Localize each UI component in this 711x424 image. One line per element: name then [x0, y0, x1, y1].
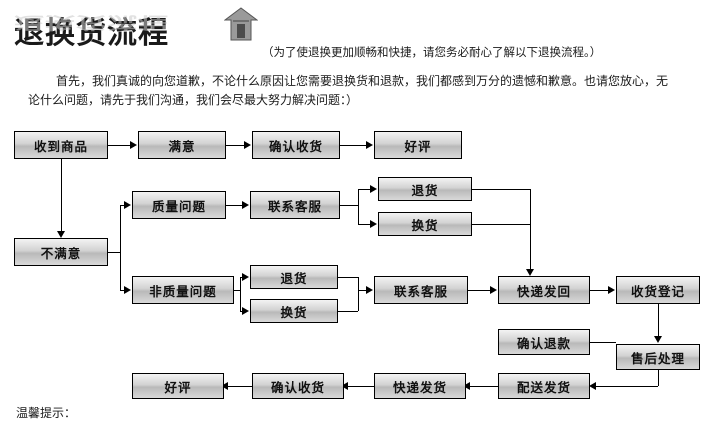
flow-node-nonquality: 非质量问题: [132, 276, 234, 304]
flow-node-return2: 退货: [250, 265, 338, 289]
flow-node-return1: 退货: [378, 177, 472, 201]
flow-node-express: 快递发货: [374, 373, 466, 399]
intro-line-1: 首先，我们真诚的向您道歉，不论什么原因让您需要退换货和退款，我们都感到万分的遗憾…: [56, 74, 669, 88]
flow-node-satisfied: 满意: [138, 131, 226, 159]
page-title: 退换货流程: [14, 16, 169, 51]
flow-node-quality: 质量问题: [132, 191, 226, 219]
house-icon: [224, 7, 258, 41]
flow-node-service1: 联系客服: [250, 191, 340, 219]
flow-node-receive: 收到商品: [14, 131, 108, 159]
flow-node-exchange1: 换货: [378, 212, 472, 236]
intro-line-2: 论什么问题，请先于我们沟通，我们会尽最大努力解决问题：）: [28, 93, 359, 107]
flow-node-confirm1: 确认收货: [252, 131, 340, 159]
flow-node-register: 收货登记: [616, 276, 700, 304]
flow-node-sendback: 快递发回: [498, 276, 590, 304]
flow-node-refund: 确认退款: [498, 329, 590, 355]
flow-node-ship: 配送发货: [498, 373, 590, 399]
flow-node-confirm2: 确认收货: [252, 373, 344, 399]
flow-node-exchange2: 换货: [250, 299, 338, 323]
warm-tip: 温馨提示：: [16, 406, 77, 420]
flow-node-praise2: 好评: [132, 373, 224, 399]
intro-paragraph: 首先，我们真诚的向您道歉，不论什么原因让您需要退换货和退款，我们都感到万分的遗憾…: [28, 72, 688, 110]
flow-node-service2: 联系客服: [374, 276, 468, 304]
flow-node-aftersale: 售后处理: [616, 344, 700, 370]
flow-node-unsatisfied: 不满意: [14, 238, 108, 266]
flow-node-praise1: 好评: [374, 131, 462, 159]
page-subtitle: （为了使退换更加顺畅和快捷，请您务必耐心了解以下退换流程。）: [262, 47, 602, 59]
